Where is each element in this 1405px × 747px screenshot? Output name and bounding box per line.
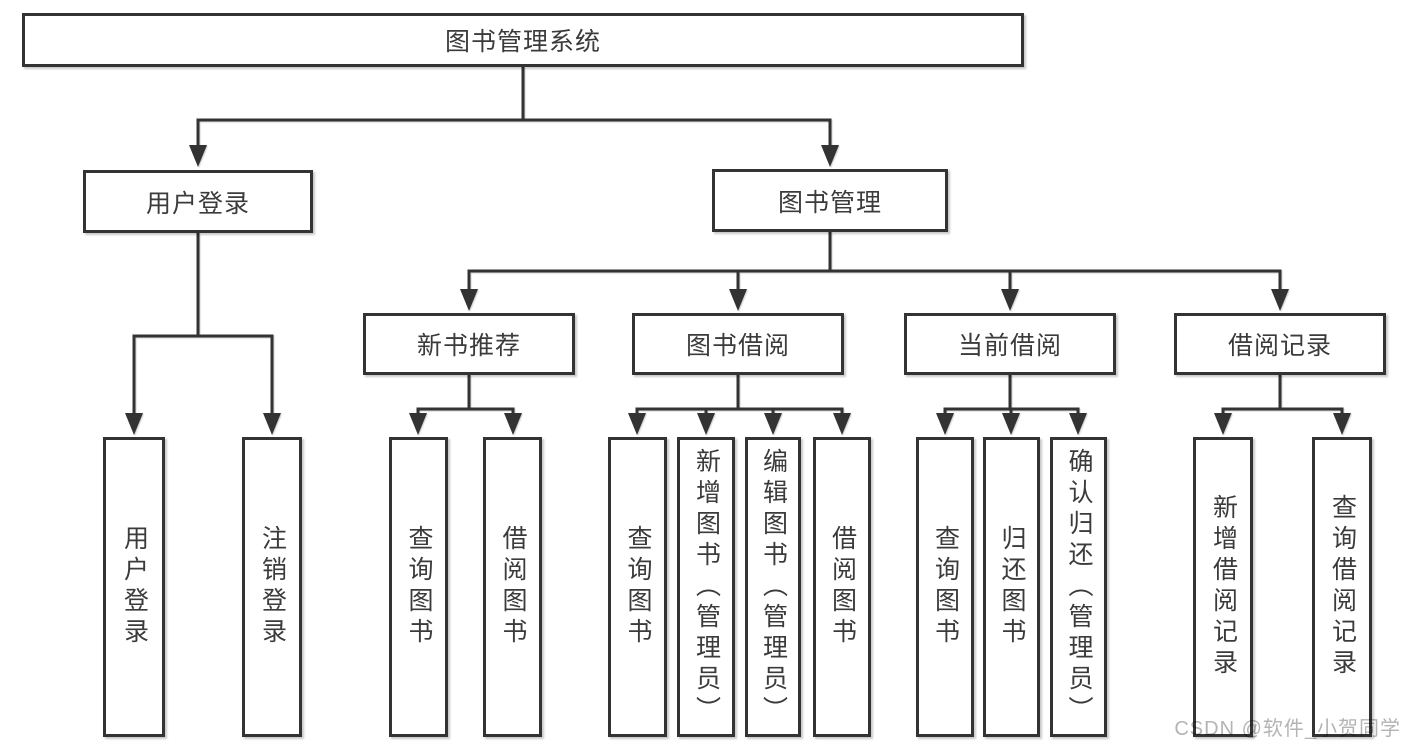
node-user-login-action: 用户登录: [103, 437, 165, 737]
node-label: 新增借阅记录: [1209, 494, 1238, 680]
arrowhead: [1069, 413, 1087, 435]
node-query-books-current: 查询图书: [916, 437, 974, 737]
arrowhead: [1214, 413, 1232, 435]
arrowhead: [1333, 413, 1351, 435]
node-label: 归还图书: [998, 525, 1026, 649]
node-confirm-return-admin: 确认归还（管理员）: [1050, 437, 1107, 737]
node-logout: 注销登录: [242, 437, 302, 737]
arrowhead: [504, 413, 522, 435]
edge-login-to-children: [132, 233, 274, 415]
arrowhead: [821, 145, 839, 167]
edge-recommend-to-children: [416, 375, 515, 414]
arrowhead: [460, 289, 478, 311]
arrowhead: [729, 289, 747, 311]
node-label: 查询借阅记录: [1328, 494, 1357, 680]
edge-borrow-to-children: [635, 375, 844, 414]
arrowhead: [697, 413, 715, 435]
csdn-watermark: CSDN @软件_小贺同学: [1174, 718, 1401, 740]
arrowhead: [125, 413, 143, 435]
node-current-borrowing: 当前借阅: [904, 313, 1116, 375]
node-return-books: 归还图书: [983, 437, 1040, 737]
arrowhead: [936, 413, 954, 435]
node-label: 图书管理系统: [444, 28, 601, 56]
arrowhead: [833, 413, 851, 435]
edge-records-to-children: [1221, 375, 1344, 414]
node-label: 新书推荐: [416, 332, 521, 360]
node-edit-book-admin: 编辑图书（管理员）: [745, 437, 801, 737]
node-book-management: 图书管理: [712, 169, 948, 232]
node-user-login: 用户登录: [83, 170, 313, 233]
node-label: 新增图书（管理员）: [692, 447, 721, 727]
arrowhead: [628, 413, 646, 435]
node-label: 当前借阅: [957, 332, 1062, 360]
arrowhead: [1001, 289, 1019, 311]
node-label: 查询图书: [405, 525, 433, 649]
arrowhead: [189, 145, 207, 167]
node-label: 借阅记录: [1227, 332, 1332, 360]
node-label: 图书借阅: [685, 332, 790, 360]
node-book-borrowing: 图书借阅: [632, 313, 844, 375]
node-borrow-books-borrowing: 借阅图书: [813, 437, 871, 737]
node-query-books-recommend: 查询图书: [389, 437, 448, 737]
node-borrowing-records: 借阅记录: [1174, 313, 1386, 375]
node-query-books-borrowing: 查询图书: [608, 437, 667, 737]
node-label: 确认归还（管理员）: [1065, 447, 1093, 727]
node-label: 查询图书: [931, 525, 960, 649]
arrowhead: [1271, 289, 1289, 311]
node-root-library-system: 图书管理系统: [22, 13, 1024, 67]
arrowhead: [409, 413, 427, 435]
node-label: 用户登录: [120, 525, 149, 649]
node-add-borrow-record: 新增借阅记录: [1193, 437, 1253, 737]
node-label: 借阅图书: [828, 525, 857, 649]
arrowhead: [263, 413, 281, 435]
node-label: 图书管理: [777, 188, 882, 217]
node-query-borrow-record: 查询借阅记录: [1312, 437, 1372, 737]
node-label: 查询图书: [624, 525, 652, 649]
node-label: 借阅图书: [499, 525, 527, 649]
edge-current-to-children: [943, 375, 1080, 414]
edge-mgmt-to-level3: [467, 232, 1282, 291]
edge-root-to-level2: [196, 67, 832, 147]
node-label: 注销登录: [258, 525, 287, 649]
node-borrow-books-recommend: 借阅图书: [483, 437, 542, 737]
node-add-book-admin: 新增图书（管理员）: [677, 437, 735, 737]
arrowhead: [1002, 413, 1020, 435]
node-new-book-recommend: 新书推荐: [363, 313, 575, 375]
node-label: 用户登录: [145, 189, 250, 218]
node-label: 编辑图书（管理员）: [759, 447, 788, 727]
arrowhead: [764, 413, 782, 435]
